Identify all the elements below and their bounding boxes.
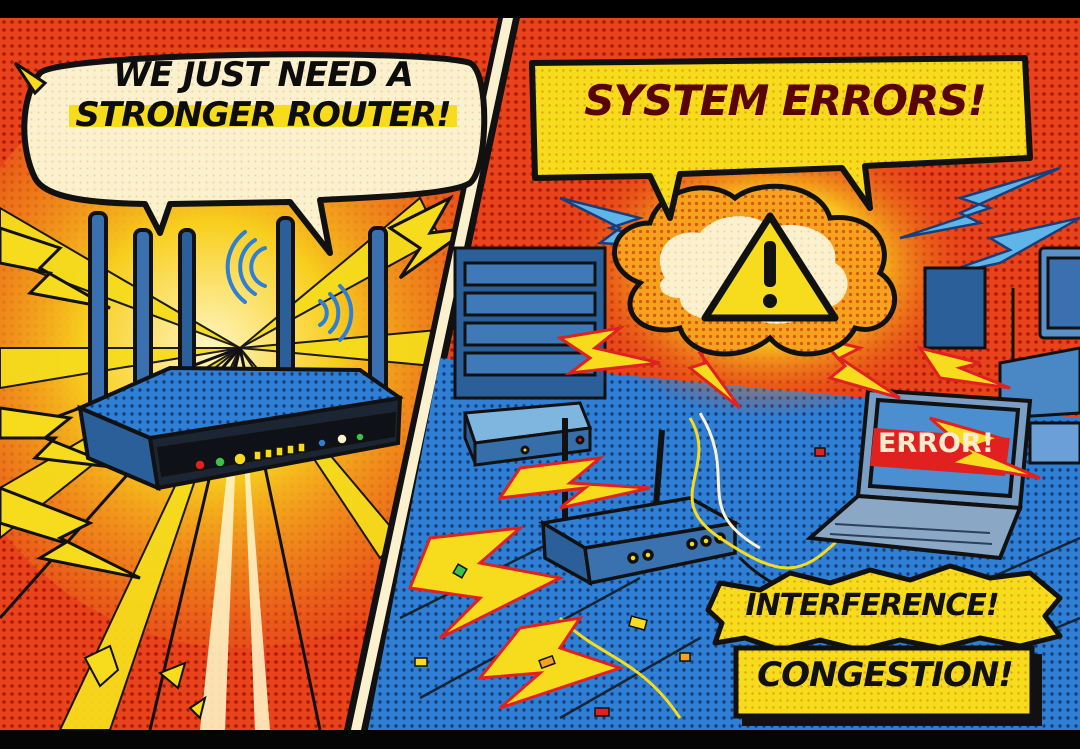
speech-line-2: STRONGER ROUTER! — [69, 98, 457, 132]
panel-divider — [344, 18, 520, 730]
comic-illustration: WE JUST NEED A STRONGER ROUTER! SYSTEM E… — [0, 18, 1080, 730]
router-back-icon — [462, 401, 593, 467]
speech-bubble-text: WE JUST NEED A STRONGER ROUTER! — [48, 58, 478, 132]
laptop-error-text: ERROR! — [877, 428, 995, 459]
warning-triangle-icon — [701, 212, 839, 322]
monitor-icon — [1038, 246, 1080, 340]
system-errors-text: SYSTEM ERRORS! — [584, 76, 987, 125]
lightning-bolt-icon — [0, 194, 471, 580]
top-letterbox — [0, 0, 1080, 18]
wifi-signal-icon — [225, 230, 354, 342]
congestion-box — [733, 645, 1042, 726]
interference-label: INTERFERENCE! — [745, 588, 999, 623]
speech-line-1: WE JUST NEED A — [113, 55, 414, 95]
router-main-icon — [75, 211, 404, 492]
bottom-letterbox — [0, 730, 1080, 749]
right-panel — [368, 18, 1080, 730]
congestion-label: CONGESTION! — [757, 655, 1014, 695]
system-errors-banner — [529, 55, 1033, 221]
router-front-icon — [538, 418, 741, 587]
